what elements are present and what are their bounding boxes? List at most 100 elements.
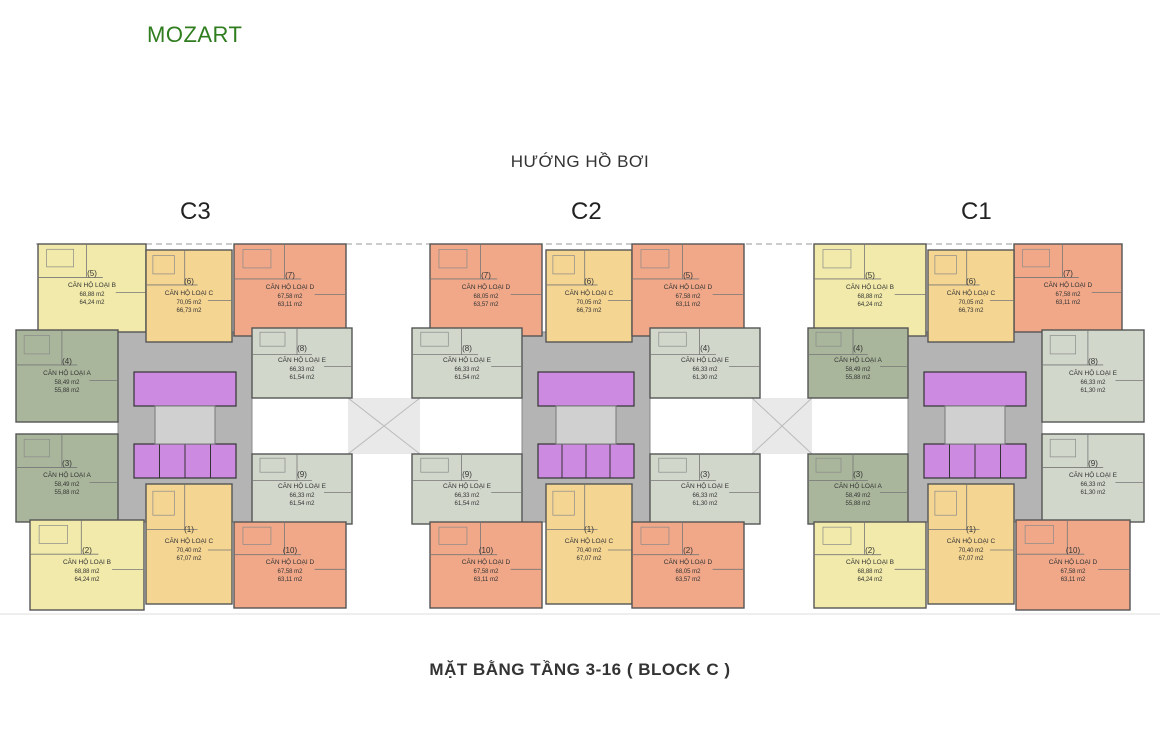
unit-area-gross: 67,58 m2: [675, 294, 701, 300]
bed-icon: [23, 335, 51, 355]
brand-logo-text: MOZART: [147, 22, 243, 47]
unit-number: (5): [683, 271, 693, 280]
unit-type: CĂN HỘ LOẠI A: [43, 368, 91, 377]
unit-number: (7): [1063, 269, 1073, 278]
unit-area-net: 67,07 m2: [958, 556, 984, 562]
unit-area-gross: 58,49 m2: [54, 482, 80, 488]
unit-number: (1): [184, 525, 194, 534]
bed-icon: [259, 457, 286, 473]
unit-outline: [1015, 519, 1131, 611]
unit-area-gross: 70,05 m2: [958, 300, 984, 306]
unit-area-gross: 66,33 m2: [1080, 380, 1106, 386]
block-c1: (7) CĂN HỘ LOẠI D 67,58 m2 63,11 m2 (6) CĂN H…: [807, 243, 1145, 611]
unit-area-net: 61,54 m2: [289, 375, 315, 381]
bed-icon: [23, 438, 51, 458]
unit-number: (9): [1088, 459, 1098, 468]
unit-number: (6): [966, 277, 976, 286]
unit-number: (10): [479, 546, 494, 555]
unit-area-net: 61,54 m2: [454, 501, 480, 507]
bed-icon: [1049, 335, 1077, 355]
unit-outline: [429, 521, 543, 609]
unit-area-gross: 58,49 m2: [845, 493, 871, 499]
bed-icon: [658, 457, 687, 473]
unit-area-net: 63,11 m2: [278, 302, 303, 308]
unit-area-gross: 66,33 m2: [454, 367, 480, 373]
unit-area-net: 64,24 m2: [857, 577, 883, 583]
unit-area-net: 64,24 m2: [857, 302, 883, 308]
unit-type: CĂN HỘ LOẠI E: [278, 481, 327, 490]
unit-outline: [29, 519, 145, 611]
unit-type: CĂN HỘ LOẠI E: [1069, 470, 1118, 479]
unit-outline: [807, 327, 909, 399]
unit-area-net: 63,11 m2: [1061, 577, 1086, 583]
unit-type: CĂN HỘ LOẠI D: [1049, 557, 1098, 566]
bed-icon: [1049, 438, 1077, 458]
unit-outline: [251, 327, 353, 399]
unit-outline: [145, 249, 233, 343]
unit-type: CĂN HỘ LOẠI C: [565, 288, 614, 297]
unit-type: CĂN HỘ LOẠI E: [681, 355, 730, 364]
unit-number: (3): [853, 470, 863, 479]
unit-type: CĂN HỘ LOẠI A: [43, 470, 91, 479]
unit-area-net: 55,88 m2: [54, 388, 80, 394]
unit-type: CĂN HỘ LOẠI E: [278, 355, 327, 364]
bed-icon: [658, 331, 687, 347]
bed-icon: [46, 248, 74, 268]
bed-icon: [815, 457, 842, 473]
unit-number: (4): [62, 357, 72, 366]
unit-number: (8): [462, 344, 472, 353]
unit-area-gross: 66,33 m2: [289, 493, 315, 499]
unit-area-net: 66,73 m2: [576, 308, 602, 314]
bed-icon: [242, 526, 272, 545]
unit-area-gross: 68,05 m2: [675, 569, 701, 575]
bed-icon: [822, 249, 852, 269]
unit-area-net: 63,57 m2: [473, 302, 499, 308]
bed-icon: [815, 331, 842, 347]
unit-number: (5): [865, 271, 875, 280]
unit-area-net: 63,11 m2: [676, 302, 701, 308]
unit-type: CĂN HỘ LOẠI B: [63, 557, 111, 566]
block-label-c2: C2: [571, 198, 602, 225]
unit-area-gross: 66,33 m2: [692, 493, 718, 499]
unit-type: CĂN HỘ LOẠI D: [462, 282, 511, 291]
unit-area-gross: 68,88 m2: [79, 292, 105, 298]
unit-outline: [1041, 329, 1145, 423]
unit-area-net: 67,07 m2: [576, 556, 602, 562]
unit-area-gross: 66,33 m2: [692, 367, 718, 373]
bed-icon: [552, 490, 575, 516]
unit-area-net: 61,30 m2: [1080, 490, 1106, 496]
unit-area-net: 66,73 m2: [958, 308, 984, 314]
bed-icon: [259, 331, 286, 347]
unit-area-gross: 66,33 m2: [454, 493, 480, 499]
unit-type: CĂN HỘ LOẠI B: [68, 280, 116, 289]
unit-outline: [233, 521, 347, 609]
unit-type: CĂN HỘ LOẠI D: [664, 557, 713, 566]
unit-outline: [545, 483, 633, 605]
unit-number: (4): [853, 344, 863, 353]
unit-type: CĂN HỘ LOẠI D: [266, 282, 315, 291]
unit-area-gross: 68,88 m2: [857, 294, 883, 300]
unit-outline: [813, 243, 927, 337]
unit-area-gross: 66,33 m2: [1080, 482, 1106, 488]
unit-type: CĂN HỘ LOẠI E: [1069, 368, 1118, 377]
unit-c1-9: (9) CĂN HỘ LOẠI E 66,33 m2 61,30 m2: [1041, 433, 1145, 523]
unit-number: (7): [481, 271, 491, 280]
unit-outline: [927, 483, 1015, 605]
unit-number: (4): [700, 344, 710, 353]
staircase-top: [133, 371, 237, 407]
unit-outline: [927, 249, 1015, 343]
unit-number: (9): [297, 470, 307, 479]
unit-area-gross: 67,58 m2: [1060, 569, 1086, 575]
unit-outline: [1041, 433, 1145, 523]
